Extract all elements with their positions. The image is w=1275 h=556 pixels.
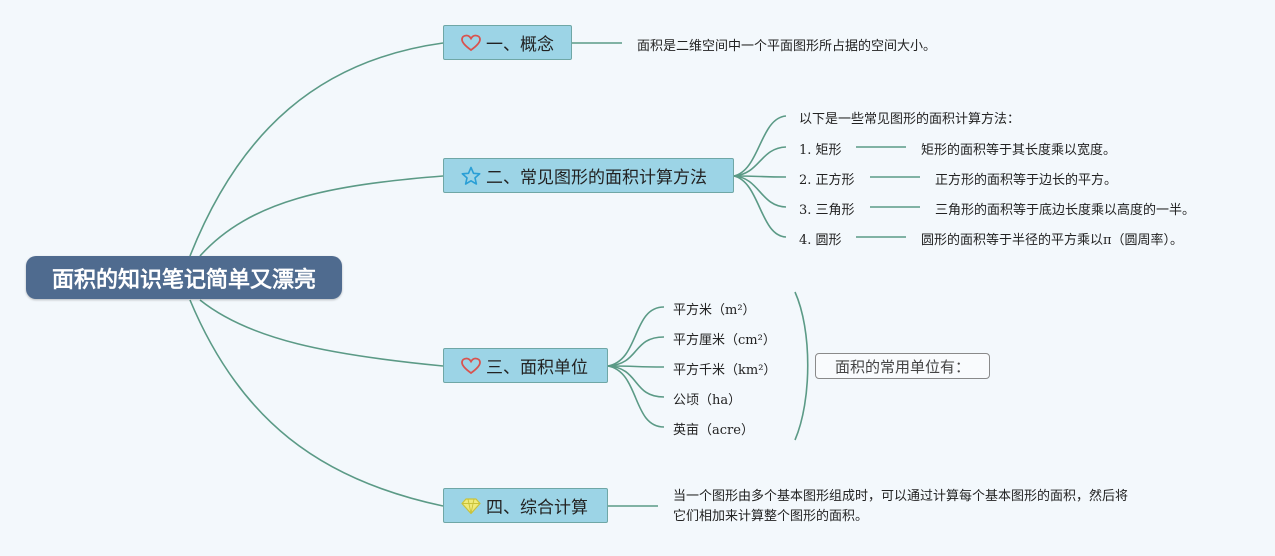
units-summary[interactable]: 面积的常用单位有： (815, 353, 990, 379)
heart-icon (460, 32, 482, 54)
connector-root-topic3 (199, 299, 444, 367)
method-formula[interactable]: 矩形的面积等于其长度乘以宽度。 (921, 143, 1117, 158)
topic-area-methods[interactable]: 二、常见图形的面积计算方法 (443, 158, 734, 193)
connector-topic2-item3 (733, 175, 787, 208)
method-formula[interactable]: 三角形的面积等于底边长度乘以高度的一半。 (935, 203, 1196, 218)
heart-icon (460, 355, 482, 377)
method-name[interactable]: 4. 圆形 (799, 233, 842, 248)
connector-root-topic2 (199, 175, 444, 257)
topic-label: 四、综合计算 (486, 498, 588, 518)
unit-item[interactable]: 平方千米（km²） (673, 363, 777, 378)
diamond-icon (460, 495, 482, 517)
connector-topic2-item1 (733, 146, 787, 177)
connector-topic2-intro (733, 115, 787, 177)
concept-text[interactable]: 面积是二维空间中一个平面图形所占据的空间大小。 (637, 39, 937, 54)
topic-concept[interactable]: 一、概念 (443, 25, 572, 60)
topic-label: 二、常见图形的面积计算方法 (486, 168, 707, 188)
star-icon (460, 165, 482, 187)
connector-topic2-item4 (733, 175, 787, 238)
unit-item[interactable]: 平方厘米（cm²） (673, 333, 776, 348)
connector-topic3-unit2 (607, 336, 665, 367)
topic-area-units[interactable]: 三、面积单位 (443, 348, 608, 383)
method-formula[interactable]: 正方形的面积等于边长的平方。 (935, 173, 1118, 188)
connector-topic2-item2 (733, 175, 787, 178)
method-name[interactable]: 1. 矩形 (799, 143, 842, 158)
combined-line-2: 它们相加来计算整个图形的面积。 (673, 509, 869, 524)
connector-root-topic1 (189, 42, 444, 257)
unit-item[interactable]: 英亩（acre） (673, 423, 754, 438)
topic-label: 三、面积单位 (486, 358, 588, 378)
methods-intro[interactable]: 以下是一些常见图形的面积计算方法： (799, 112, 1021, 127)
root-node[interactable]: 面积的知识笔记简单又漂亮 (26, 256, 342, 299)
topic-combined-calculation[interactable]: 四、综合计算 (443, 488, 608, 523)
connector-topic3-unit4 (607, 365, 665, 398)
connector-topic3-unit3 (607, 365, 665, 368)
unit-item[interactable]: 平方米（m²） (673, 303, 756, 318)
method-formula[interactable]: 圆形的面积等于半径的平方乘以π（圆周率）。 (921, 233, 1184, 248)
connector-topic3-unit1 (607, 306, 665, 367)
combined-line-1: 当一个图形由多个基本图形组成时，可以通过计算每个基本图形的面积，然后将 (673, 489, 1129, 504)
unit-item[interactable]: 公顷（ha） (673, 393, 742, 408)
method-name[interactable]: 2. 正方形 (799, 173, 855, 188)
method-name[interactable]: 3. 三角形 (799, 203, 855, 218)
summary-brace (794, 291, 809, 441)
combined-text[interactable]: 当一个图形由多个基本图形组成时，可以通过计算每个基本图形的面积，然后将 它们相加… (673, 487, 1173, 527)
connector-topic3-unit5 (607, 365, 665, 428)
connector-root-topic4 (189, 299, 444, 507)
topic-label: 一、概念 (486, 35, 554, 55)
